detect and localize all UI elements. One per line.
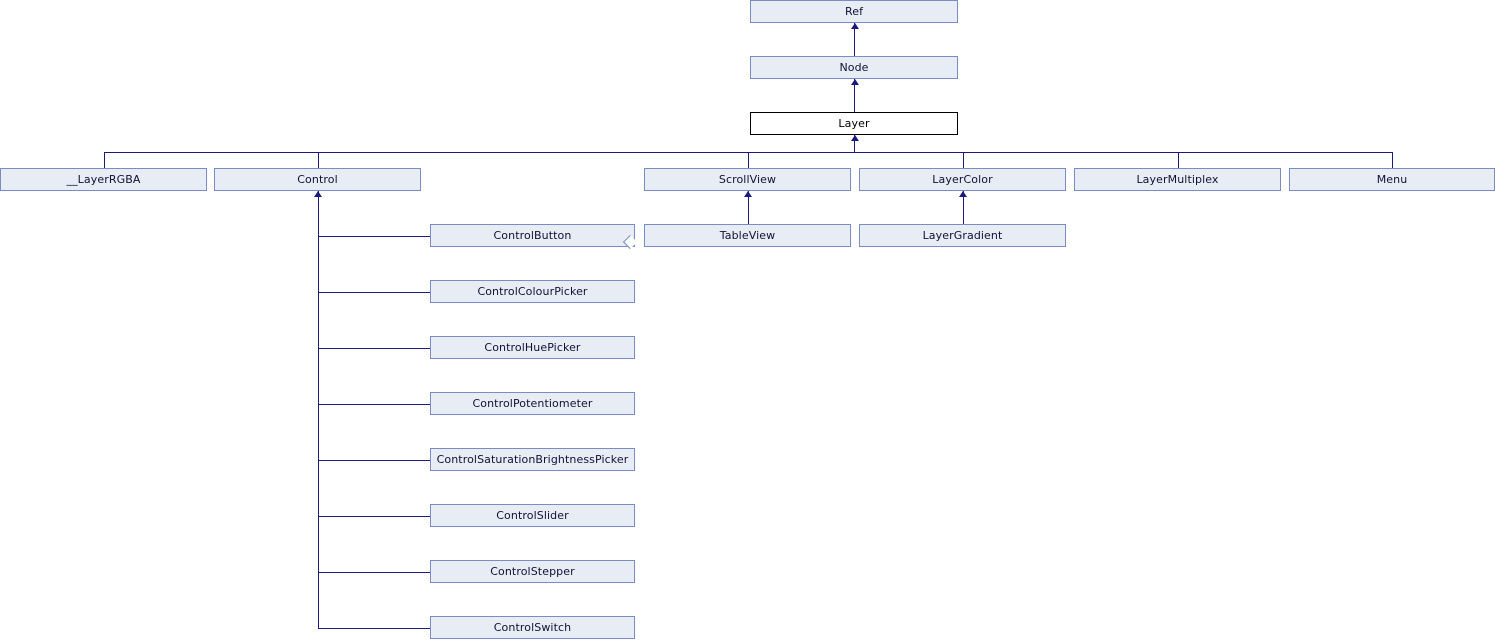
- connector-spine-to-controlpotentiometer: [317, 404, 430, 405]
- class-node-tableview[interactable]: TableView: [644, 224, 851, 247]
- arrowhead-tableview-to-scrollview: [744, 191, 752, 197]
- class-node-layergradient[interactable]: LayerGradient: [859, 224, 1066, 247]
- class-node-label: ControlStepper: [490, 565, 575, 578]
- class-node-label: Menu: [1376, 173, 1408, 186]
- connector-spine-to-controlhuepicker: [317, 348, 430, 349]
- class-node-node[interactable]: Node: [750, 56, 958, 79]
- class-node-controlbutton[interactable]: ControlButton: [430, 224, 635, 247]
- class-node-layercolor[interactable]: LayerColor: [859, 168, 1066, 191]
- class-node-label: LayerColor: [932, 173, 993, 186]
- class-node-label: LayerGradient: [922, 229, 1003, 242]
- class-node-label: TableView: [719, 229, 776, 242]
- connector-spine-to-controlstepper: [317, 572, 430, 573]
- class-node-controlslider[interactable]: ControlSlider: [430, 504, 635, 527]
- connector-bus-to-layermultiplex: [1177, 152, 1179, 168]
- connector-layer-bus-drop: [854, 135, 855, 152]
- connector-spine-to-controlbutton: [317, 236, 430, 237]
- class-node-label: ControlSaturationBrightnessPicker: [436, 453, 629, 466]
- connector-node-to-ref: [854, 23, 855, 56]
- connector-spine-to-controlsaturationbrightnesspicker: [317, 460, 430, 461]
- class-node-label: __LayerRGBA: [66, 173, 141, 186]
- connector-layergradient-to-layercolor: [962, 191, 964, 224]
- arrowhead-control-subclasses: [314, 191, 322, 197]
- arrowhead-layer-to-node: [850, 79, 859, 85]
- arrowhead-layergradient-to-layercolor: [959, 191, 967, 197]
- class-node-label: Control: [297, 173, 338, 186]
- class-node-label: ControlSwitch: [493, 621, 572, 634]
- class-node-layermultiplex[interactable]: LayerMultiplex: [1074, 168, 1281, 191]
- class-node-label: Layer: [838, 117, 870, 130]
- class-node-controlpotentiometer[interactable]: ControlPotentiometer: [430, 392, 635, 415]
- class-node-label: ControlButton: [493, 229, 572, 242]
- class-node-controlhuepicker[interactable]: ControlHuePicker: [430, 336, 635, 359]
- connector-tableview-to-scrollview: [747, 191, 749, 224]
- connector-bus-to-scrollview: [747, 152, 749, 168]
- class-node-label: ControlSlider: [496, 509, 569, 522]
- connector-layer-to-node: [854, 79, 855, 112]
- class-node-label: ScrollView: [718, 173, 777, 186]
- class-node-label: ControlPotentiometer: [472, 397, 593, 410]
- class-node-ref[interactable]: Ref: [750, 0, 958, 23]
- arrowhead-subclasses-to-layer: [850, 135, 859, 141]
- class-node-label: Ref: [844, 5, 864, 18]
- class-node-layerrgba[interactable]: __LayerRGBA: [0, 168, 207, 191]
- class-node-label: ControlColourPicker: [477, 285, 588, 298]
- connector-spine-to-controlslider: [317, 516, 430, 517]
- connector-spine-to-controlcolourpicker: [317, 292, 430, 293]
- class-node-controlcolourpicker[interactable]: ControlColourPicker: [430, 280, 635, 303]
- class-node-label: ControlHuePicker: [484, 341, 581, 354]
- connector-bus-to-menu: [1392, 152, 1393, 168]
- class-node-label: Node: [839, 61, 869, 74]
- class-node-controlsaturationbrightnesspicker[interactable]: ControlSaturationBrightnessPicker: [430, 448, 635, 471]
- connector-bus-to-control: [317, 152, 319, 168]
- class-node-layer[interactable]: Layer: [750, 112, 958, 135]
- class-node-menu[interactable]: Menu: [1289, 168, 1495, 191]
- arrowhead-node-to-ref: [850, 23, 859, 29]
- class-node-controlswitch[interactable]: ControlSwitch: [430, 616, 635, 639]
- class-node-control[interactable]: Control: [214, 168, 421, 191]
- class-node-scrollview[interactable]: ScrollView: [644, 168, 851, 191]
- connector-control-spine: [317, 191, 319, 628]
- connector-spine-to-controlswitch: [317, 628, 430, 629]
- class-node-label: LayerMultiplex: [1136, 173, 1219, 186]
- connector-bus-to-layerrgba: [103, 152, 105, 168]
- connector-bus-to-layercolor: [962, 152, 964, 168]
- class-node-controlstepper[interactable]: ControlStepper: [430, 560, 635, 583]
